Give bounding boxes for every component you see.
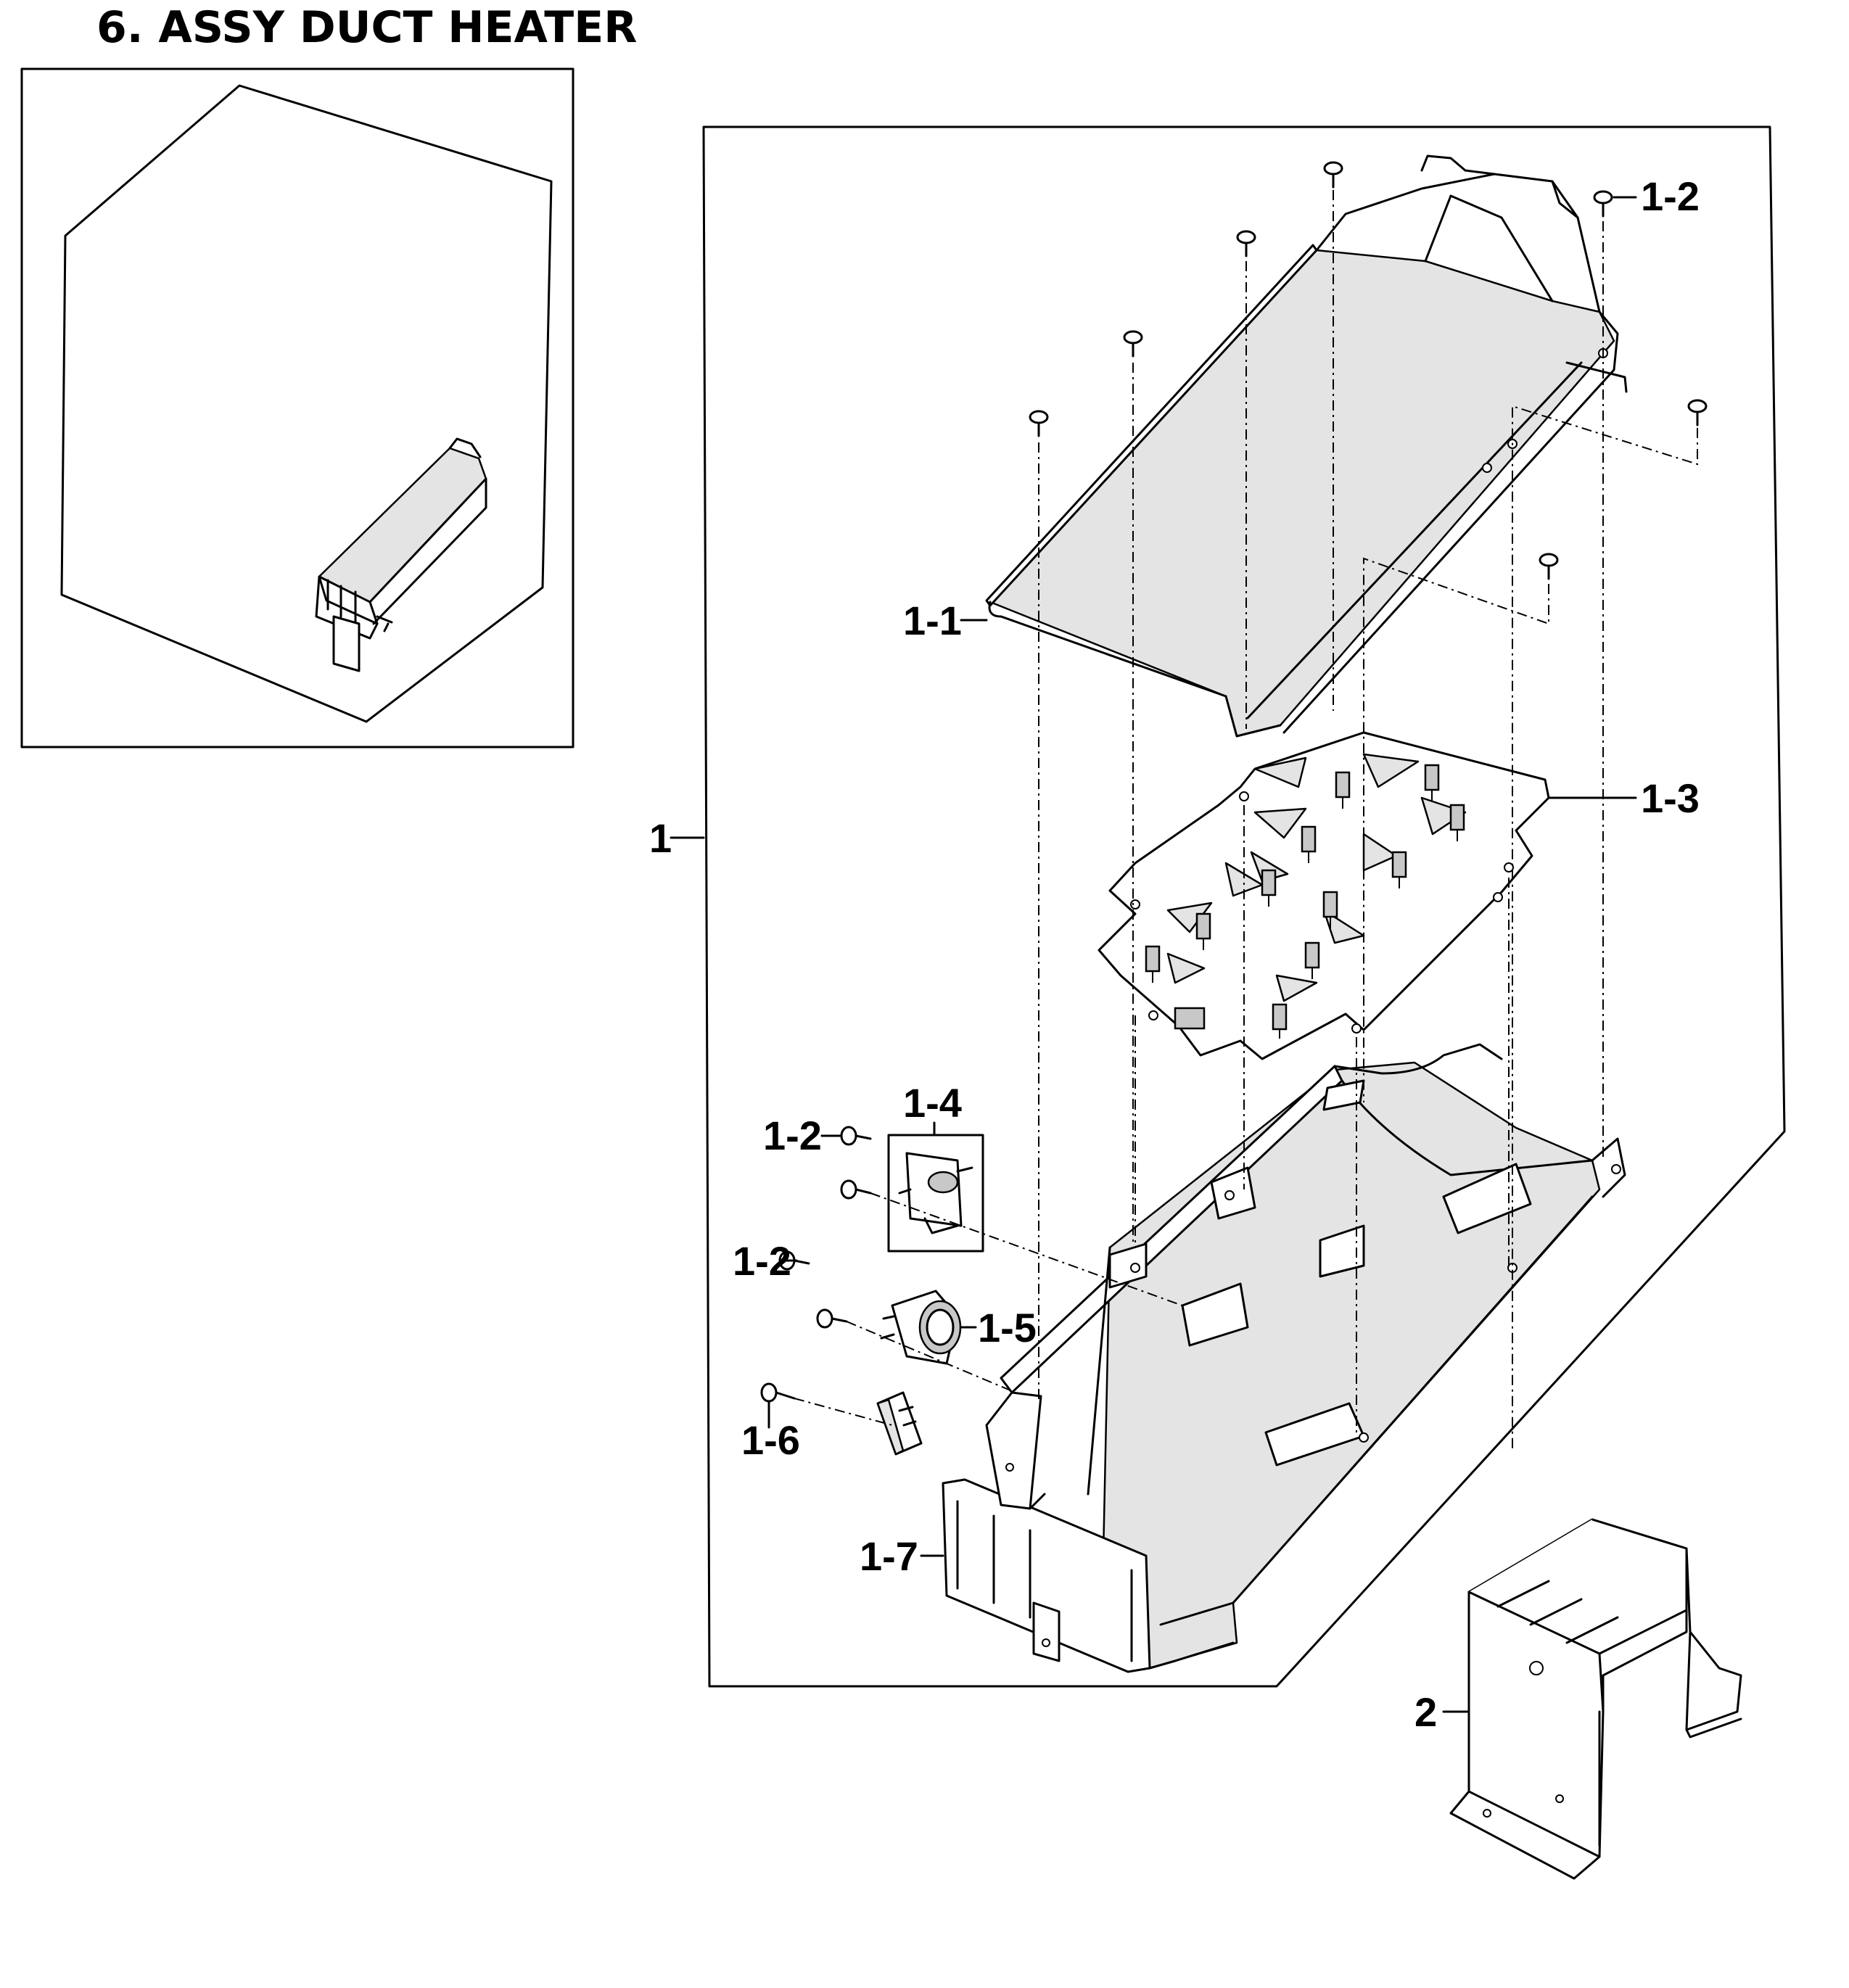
cover-screws bbox=[1029, 161, 1708, 580]
screw-7 bbox=[1539, 553, 1559, 580]
alignment-guides bbox=[794, 190, 1698, 1451]
screw-3 bbox=[1123, 330, 1143, 358]
screw-5 bbox=[1593, 190, 1613, 218]
connector-1-6 bbox=[876, 1391, 923, 1456]
component-screws bbox=[760, 1126, 872, 1403]
screw-1 bbox=[1323, 161, 1343, 189]
inset-frame bbox=[20, 67, 575, 748]
inset-location-view bbox=[20, 67, 575, 748]
page-title: 6. ASSY DUCT HEATER bbox=[96, 2, 637, 53]
callout-1: 1 bbox=[649, 815, 672, 861]
screw-2 bbox=[1236, 230, 1256, 257]
assembly-1-boundary bbox=[702, 125, 1786, 1688]
callout-1-7: 1-7 bbox=[860, 1533, 918, 1579]
callout-1-2-low: 1-2 bbox=[733, 1238, 791, 1284]
dryer-body-outline bbox=[60, 84, 553, 723]
inset-heater-duct bbox=[315, 437, 487, 672]
bracket-2 bbox=[1449, 1518, 1742, 1880]
duct-housing-1-7 bbox=[942, 1043, 1626, 1673]
callout-labels: 1 1-1 1-2 1-2 1-2 1-3 1-4 1-5 1-6 1-7 2 bbox=[649, 173, 1700, 1735]
screw-4 bbox=[1029, 410, 1049, 437]
thermal-fuse-1-5 bbox=[880, 1290, 962, 1365]
callout-1-4: 1-4 bbox=[903, 1080, 962, 1126]
thermostat-1-4 bbox=[887, 1134, 984, 1253]
heater-plate-1-3 bbox=[1098, 731, 1550, 1060]
duct-cover-1-1 bbox=[985, 154, 1628, 738]
component-1-4-frame bbox=[887, 1134, 984, 1253]
leader-lines bbox=[670, 196, 1637, 1713]
callout-1-3: 1-3 bbox=[1641, 775, 1700, 821]
callout-1-1: 1-1 bbox=[903, 598, 962, 643]
screw-6 bbox=[1687, 399, 1708, 426]
callout-1-2-mid: 1-2 bbox=[763, 1113, 822, 1158]
callout-2: 2 bbox=[1414, 1689, 1437, 1735]
callout-1-6: 1-6 bbox=[741, 1417, 800, 1463]
callout-1-2-top: 1-2 bbox=[1641, 173, 1700, 219]
callout-1-5: 1-5 bbox=[978, 1305, 1037, 1350]
